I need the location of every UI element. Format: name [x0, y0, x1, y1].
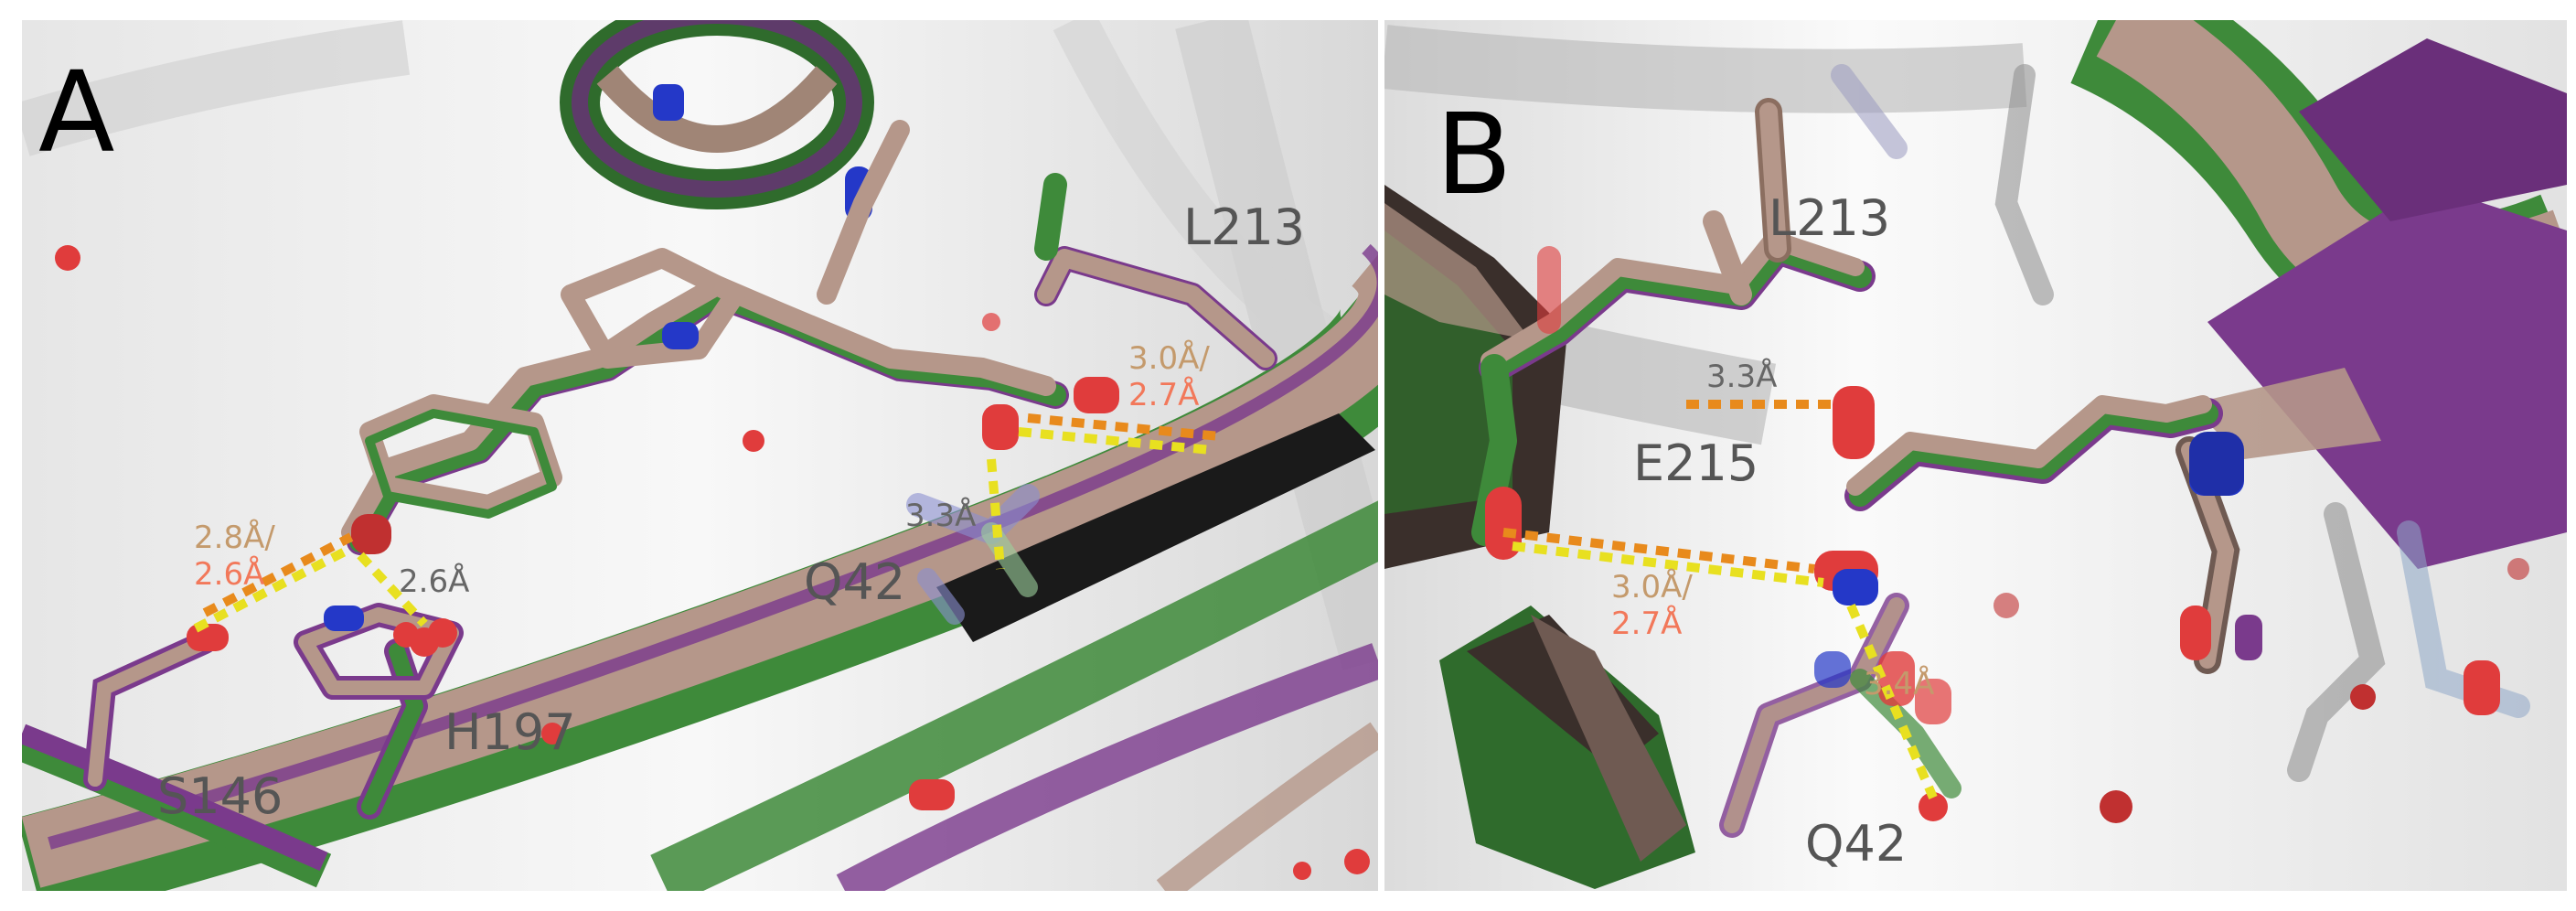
panel-b-letter: B: [1436, 90, 1512, 220]
distance-e215-structure-2: 2.7Å: [1611, 606, 1683, 642]
water-molecules-b: [1993, 558, 2529, 823]
residue-label-q42-b: Q42: [1805, 815, 1908, 873]
strand-s146: [22, 624, 332, 888]
panel-b: B L213 E215 Q42 3.3Å 3.0Å/ 2.7Å 3.4Å: [1384, 20, 2567, 891]
helix-right: [2069, 20, 2567, 569]
distance-label-q42-b: 3.4Å: [1864, 666, 1935, 702]
distance-ser-his-structure-1: 2.8Å/: [194, 520, 275, 556]
hbond-dashes-b: [1502, 400, 1938, 799]
histidine-h197: [294, 603, 464, 820]
panel-b-structure-render: [1384, 20, 2567, 891]
panel-a: A L213 Q42 S146 H197 2.8Å/ 2.6Å 2.6Å 3.0…: [22, 20, 1378, 891]
ligand-sticks-b: [1814, 386, 2244, 606]
distance-label-his-ligand: 2.6Å: [399, 563, 470, 600]
residue-label-s146: S146: [157, 767, 283, 825]
panel-a-letter: A: [38, 48, 115, 177]
residue-label-q42-a: Q42: [804, 553, 906, 611]
distance-label-ser-his: 2.8Å/ 2.6Å: [194, 520, 275, 593]
distance-label-l213-b: 3.3Å: [1706, 359, 1778, 395]
beta-strand-ribbon: [22, 243, 1378, 891]
panel-a-structure-render: [22, 20, 1378, 891]
water-molecules: [55, 245, 1370, 880]
distance-l213-structure-1: 3.0Å/: [1128, 340, 1210, 377]
residue-l213-sticks: [1471, 98, 1876, 560]
residue-label-e215: E215: [1633, 434, 1759, 492]
distance-l213-structure-2: 2.7Å: [1128, 377, 1200, 413]
distance-label-e215: 3.0Å/ 2.7Å: [1611, 569, 1693, 642]
residue-label-h197: H197: [444, 703, 576, 761]
residue-label-l213-b: L213: [1769, 189, 1891, 247]
hbond-dashes: [193, 413, 1221, 633]
distance-e215-structure-1: 3.0Å/: [1611, 569, 1693, 606]
beta-sheet-left: [1384, 185, 1567, 569]
residue-label-l213-a: L213: [1183, 198, 1306, 256]
distance-label-l213: 3.0Å/ 2.7Å: [1128, 340, 1210, 413]
distance-label-q42-a: 3.3Å: [905, 498, 977, 534]
beta-strand-lower-left: [1439, 606, 1695, 889]
helix-top: [560, 20, 874, 209]
residue-q42-sticks: [1719, 593, 1961, 838]
distance-ser-his-structure-2: 2.6Å: [194, 556, 265, 593]
ligand-sticks: [341, 120, 1277, 625]
